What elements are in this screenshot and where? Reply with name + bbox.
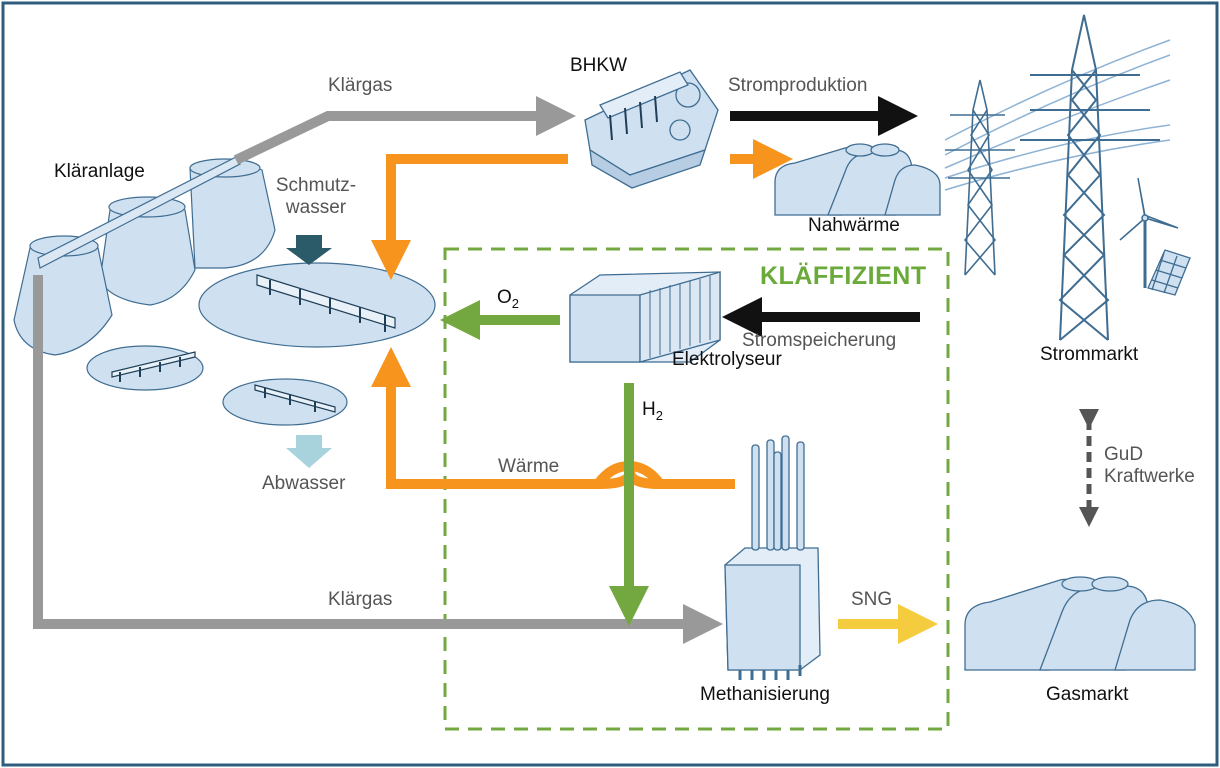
pylon-small-icon	[945, 79, 1015, 276]
h2-text: H	[642, 399, 656, 420]
bhkw-heat-line	[371, 154, 568, 280]
klaergas-bottom-line	[33, 275, 723, 644]
gasmarkt-pipes-icon	[964, 576, 1196, 671]
gud-label: GuD Kraftwerke	[1104, 444, 1195, 488]
elektrolyseur-label: Elektrolyseur	[672, 349, 782, 370]
klaeranlage-icon	[13, 155, 276, 356]
h2-subscript: 2	[655, 407, 663, 423]
schmutzwasser-label: Schmutz- wasser	[266, 175, 366, 219]
klaergas-top-line	[233, 96, 576, 165]
stromproduktion-label: Stromproduktion	[728, 75, 868, 96]
bhkw-engine-icon	[584, 69, 719, 189]
schmutzwasser-line-1: Schmutz-	[275, 175, 357, 196]
o2-subscript: 2	[511, 295, 520, 311]
gasmarkt-label: Gasmarkt	[1046, 684, 1129, 705]
gud-line-2: Kraftwerke	[1104, 465, 1195, 487]
klaeffizient-title: KLÄFFIZIENT	[760, 262, 927, 290]
strommarkt-label: Strommarkt	[1040, 344, 1139, 365]
schmutzwasser-line-2: wasser	[285, 196, 347, 218]
methanisierung-icon	[724, 435, 821, 671]
schmutzwasser-arrow	[286, 235, 332, 265]
o2-label: O2	[497, 287, 519, 312]
gud-line-1: GuD	[1104, 444, 1144, 465]
sng-label: SNG	[851, 589, 893, 610]
elektrolyseur-fins	[649, 276, 711, 358]
solar-panel-icon	[1147, 249, 1191, 296]
o2-text: O	[497, 287, 512, 308]
bhkw-label: BHKW	[570, 55, 627, 76]
waerme-label: Wärme	[498, 456, 560, 477]
bhkw-cylinders	[609, 95, 658, 141]
waerme-line	[371, 347, 735, 489]
h2-label: H2	[642, 399, 663, 424]
abwasser-label: Abwasser	[262, 473, 346, 494]
klaergas-bottom-label: Klärgas	[328, 589, 393, 610]
nahwaerme-label: Nahwärme	[808, 215, 900, 236]
methanisierung-label: Methanisierung	[700, 684, 830, 705]
abwasser-arrow	[286, 435, 332, 468]
wind-turbine-icon	[1119, 177, 1179, 288]
pylon-large-icon	[1020, 14, 1160, 341]
stromspeicherung-label: Stromspeicherung	[742, 330, 897, 351]
nahwaerme-pipes-icon	[774, 143, 941, 216]
clarifier-posts	[119, 280, 386, 412]
klaeranlage-label: Kläranlage	[54, 161, 145, 182]
methanisierung-legs	[738, 665, 802, 680]
klaergas-top-label: Klärgas	[328, 75, 393, 96]
